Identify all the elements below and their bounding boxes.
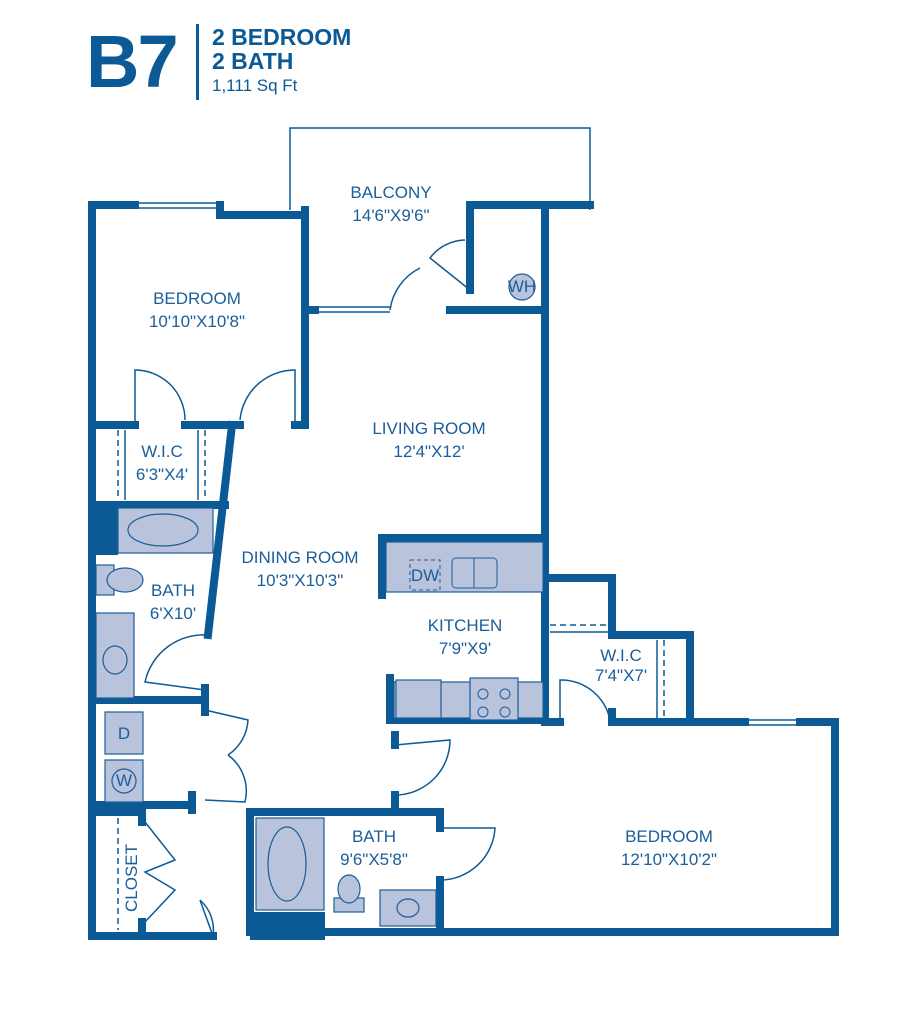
square-footage: 1,111 Sq Ft (212, 76, 298, 95)
bath-2-size: 9'6"X5'8" (340, 850, 408, 869)
dining-room-size: 10'3"X10'3" (257, 571, 344, 590)
washer-label: W (116, 771, 132, 790)
kitchen-label: KITCHEN (428, 616, 503, 635)
water-heater-label: WH (508, 277, 536, 296)
vanity-1 (95, 612, 135, 699)
balcony-railing (289, 127, 591, 210)
header-divider (196, 24, 199, 100)
wic-1-size: 6'3"X4' (136, 465, 188, 484)
dryer (104, 711, 144, 755)
wic-1-label: W.I.C (141, 442, 183, 461)
unit-code: B7 (86, 20, 179, 103)
balcony-label: BALCONY (350, 183, 431, 202)
bedroom-1-label: BEDROOM (153, 289, 241, 308)
bedroom-2-size: 12'10"X10'2" (621, 850, 717, 869)
living-room-label: LIVING ROOM (372, 419, 485, 438)
bathtub-2 (255, 817, 325, 911)
bath-1-size: 6'X10' (150, 604, 196, 623)
doors (134, 239, 611, 937)
kitchen-size: 7'9"X9' (439, 639, 491, 658)
dryer-label: D (118, 724, 130, 743)
bath-2-label: BATH (352, 827, 396, 846)
sink-icon (102, 645, 128, 675)
kitchen-counter-top (385, 541, 544, 593)
dining-room-label: DINING ROOM (241, 548, 358, 567)
wic-2-label: W.I.C (600, 646, 642, 665)
bedroom-1-size: 10'10"X10'8" (149, 312, 245, 331)
living-room-size: 12'4"X12' (393, 442, 464, 461)
washer (104, 759, 144, 803)
dishwasher-label: DW (411, 566, 439, 585)
balcony-size: 14'6"X9'6" (352, 206, 429, 225)
wic-2-size: 7'4"X7' (595, 666, 647, 685)
bedroom-count: 2 BEDROOM (212, 24, 352, 50)
water-heater (508, 273, 536, 301)
vanity-2 (379, 889, 437, 927)
stove-icon (469, 677, 519, 721)
toilet-2-icon (337, 874, 361, 904)
closet-rods (117, 430, 665, 930)
closet-label: CLOSET (122, 844, 141, 912)
bedroom-2-label: BEDROOM (625, 827, 713, 846)
bath-count: 2 BATH (212, 48, 294, 74)
fixtures: D W WH DW (95, 273, 544, 927)
room-labels: BALCONY 14'6"X9'6" BEDROOM 10'10"X10'8" … (122, 183, 717, 912)
refrigerator (395, 679, 442, 719)
plan-header: B7 2 BEDROOM 2 BATH 1,111 Sq Ft (0, 0, 916, 110)
bath-1-label: BATH (151, 581, 195, 600)
toilet-icon (106, 567, 144, 593)
